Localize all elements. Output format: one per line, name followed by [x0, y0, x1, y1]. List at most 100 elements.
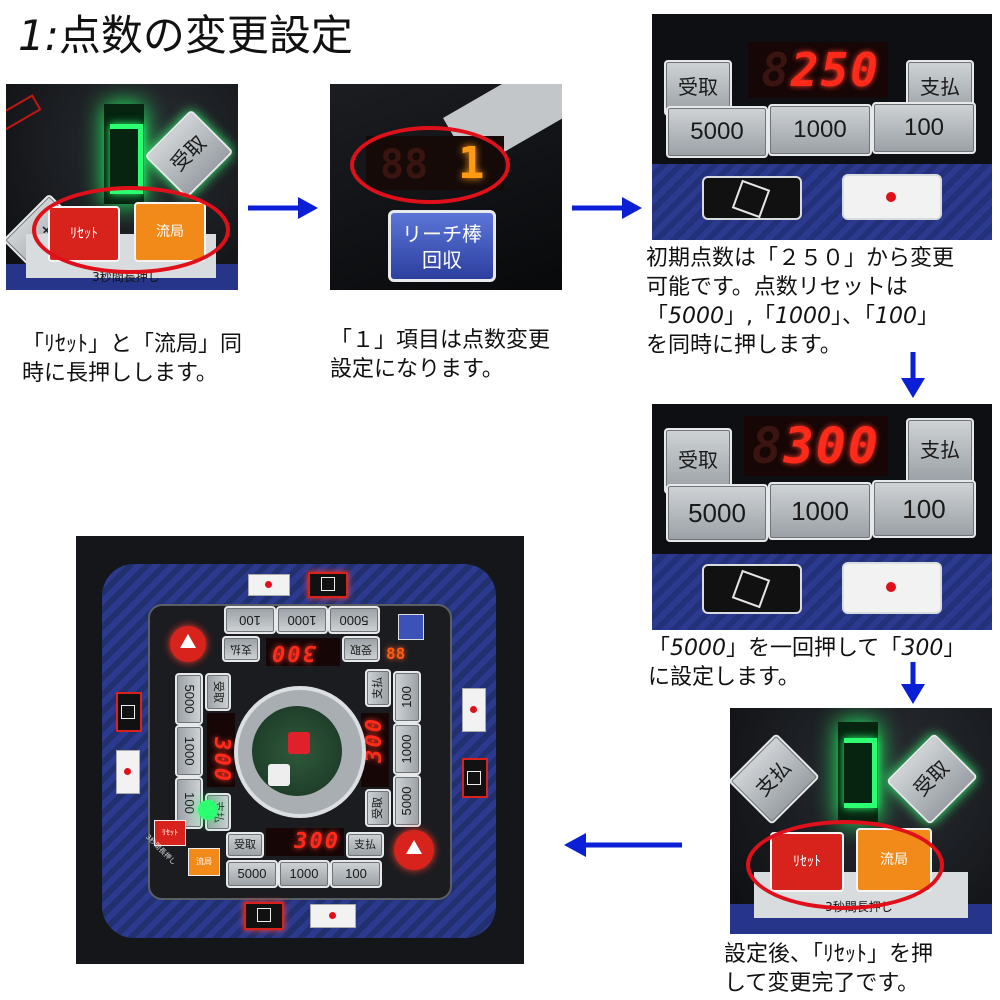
dice-icon: [731, 179, 771, 219]
step2-caption-line1: 「１」項目は点数変更: [330, 328, 551, 353]
dot-button[interactable]: [310, 904, 356, 928]
highlight-ellipse: [32, 186, 230, 274]
riichi-collect-button[interactable]: リーチ棒 回収: [388, 210, 496, 282]
cap-text: 」: [943, 636, 966, 661]
arrow-down-icon: [901, 352, 925, 398]
dice-button[interactable]: [702, 176, 802, 220]
cap-text: 」、「: [831, 304, 876, 329]
draw-button[interactable]: 流局: [188, 848, 220, 876]
green-digit-icon: [110, 124, 143, 194]
take-button[interactable]: 受取: [342, 636, 380, 662]
display-value: 300: [270, 640, 316, 665]
dot-button[interactable]: [462, 688, 486, 732]
take-button-label: 受取: [910, 757, 954, 801]
display-value: 250: [790, 43, 880, 97]
pay-button-label: 支払: [920, 440, 960, 462]
key-5000-button[interactable]: 5000: [666, 106, 768, 158]
display-value: 300: [294, 829, 340, 854]
key-1000-button[interactable]: 1000: [276, 606, 328, 634]
riichi-collect-button[interactable]: [398, 614, 424, 640]
segment-display: 300: [266, 638, 340, 666]
take-button[interactable]: 受取: [205, 673, 231, 711]
page-title: 1:点数の変更設定: [18, 8, 353, 64]
key-5000-label: 5000: [690, 118, 744, 145]
corner-arrow-button[interactable]: [394, 830, 434, 870]
dice-icon: [268, 764, 290, 786]
dice-button[interactable]: [462, 758, 488, 798]
key-5000-button[interactable]: 5000: [175, 673, 203, 725]
key-1000-button[interactable]: 1000: [175, 725, 203, 777]
key-100-label: 100: [182, 792, 197, 814]
take-button-label: 受取: [212, 681, 224, 703]
step1-photo: 支払 受取 ﾘｾｯﾄ 流局 3秒間長押し: [6, 84, 238, 290]
step3-caption-line3: 「5000」,「1000」、「100」: [646, 302, 954, 331]
highlight-ellipse: [746, 820, 944, 910]
arrow-down-icon: [901, 662, 925, 704]
pay-button[interactable]: 支払: [222, 636, 260, 662]
up-arrow-icon: [180, 634, 196, 648]
step1-caption-line2: 時に長押しします。: [22, 361, 218, 386]
dot-button[interactable]: [116, 750, 140, 794]
key-1000-label: 1000: [793, 116, 847, 143]
key-1000-label: 1000: [791, 496, 849, 526]
key-1000-button[interactable]: 1000: [278, 860, 330, 888]
key-5000-label: 5000: [237, 866, 267, 881]
dot-button[interactable]: [248, 574, 290, 596]
dice-button[interactable]: [244, 902, 284, 930]
key-5000-button[interactable]: 5000: [393, 775, 421, 827]
key-100-button[interactable]: 100: [330, 860, 382, 888]
arrow-left-icon: [564, 833, 682, 857]
key-100-label: 100: [903, 114, 945, 141]
key-5000-button[interactable]: 5000: [328, 606, 380, 634]
segment-display: 300: [266, 828, 344, 856]
key-1000-button[interactable]: 1000: [768, 104, 872, 156]
take-button[interactable]: 受取: [664, 428, 732, 494]
step5-caption-line2: して変更完了です。: [724, 971, 920, 996]
reset-button[interactable]: ﾘｾｯﾄ: [154, 820, 186, 846]
pay-button[interactable]: 支払: [346, 832, 384, 858]
step2-photo: 88 1 リーチ棒 回収: [330, 84, 562, 290]
step3-caption: 初期点数は「２５０」から変更 可能です。点数リセットは 「5000」,「1000…: [646, 244, 954, 360]
key-5000-label: 5000: [182, 684, 197, 714]
dice-button[interactable]: [702, 564, 802, 614]
key-1000-label: 1000: [287, 613, 317, 628]
corner-arrow-button[interactable]: [170, 626, 206, 662]
red-dot-icon: [886, 582, 896, 592]
key-100-label: 100: [902, 494, 946, 524]
riichi-button-line2: 回収: [422, 248, 462, 272]
key-1000-button[interactable]: 1000: [768, 482, 872, 540]
key-5000-button[interactable]: 5000: [666, 484, 768, 542]
key-100-button[interactable]: 100: [224, 606, 276, 634]
take-button[interactable]: 受取: [226, 832, 264, 858]
key-100-label: 100: [239, 613, 261, 628]
take-button-label: 受取: [167, 132, 211, 176]
pay-button[interactable]: 支払: [906, 418, 974, 484]
step5-caption-line1: 設定後、「ﾘｾｯﾄ」を押: [724, 942, 934, 967]
dot-button[interactable]: [842, 562, 942, 614]
segment-display: 300: [207, 713, 235, 787]
take-button-label: 受取: [678, 450, 718, 472]
green-led-display: [198, 800, 218, 820]
green-digit-icon: [844, 738, 877, 808]
key-1000-label: 1000: [399, 734, 414, 764]
segment-display: 8300: [744, 416, 888, 476]
riichi-button-line1: リーチ棒: [402, 222, 482, 246]
cap-text: 5000: [670, 636, 727, 661]
key-100-button[interactable]: 100: [393, 671, 421, 723]
cap-text: 5000: [668, 304, 725, 329]
take-button[interactable]: 受取: [365, 789, 391, 827]
key-100-button[interactable]: 100: [872, 102, 976, 154]
dice-button[interactable]: [116, 692, 142, 732]
pay-button-label: 支払: [230, 643, 252, 655]
dice-button[interactable]: [308, 572, 348, 598]
cap-text: 100: [875, 304, 918, 329]
key-1000-button[interactable]: 1000: [393, 723, 421, 775]
title-number: 1:: [18, 11, 59, 60]
key-5000-button[interactable]: 5000: [226, 860, 278, 888]
key-100-button[interactable]: 100: [872, 480, 976, 538]
dot-button[interactable]: [842, 174, 942, 220]
step5-caption: 設定後、「ﾘｾｯﾄ」を押 して変更完了です。: [724, 940, 933, 998]
step4-caption-line1: 「5000」を一回押して「300」: [648, 634, 965, 663]
cap-text: 300: [901, 636, 944, 661]
pay-button[interactable]: 支払: [365, 669, 391, 707]
